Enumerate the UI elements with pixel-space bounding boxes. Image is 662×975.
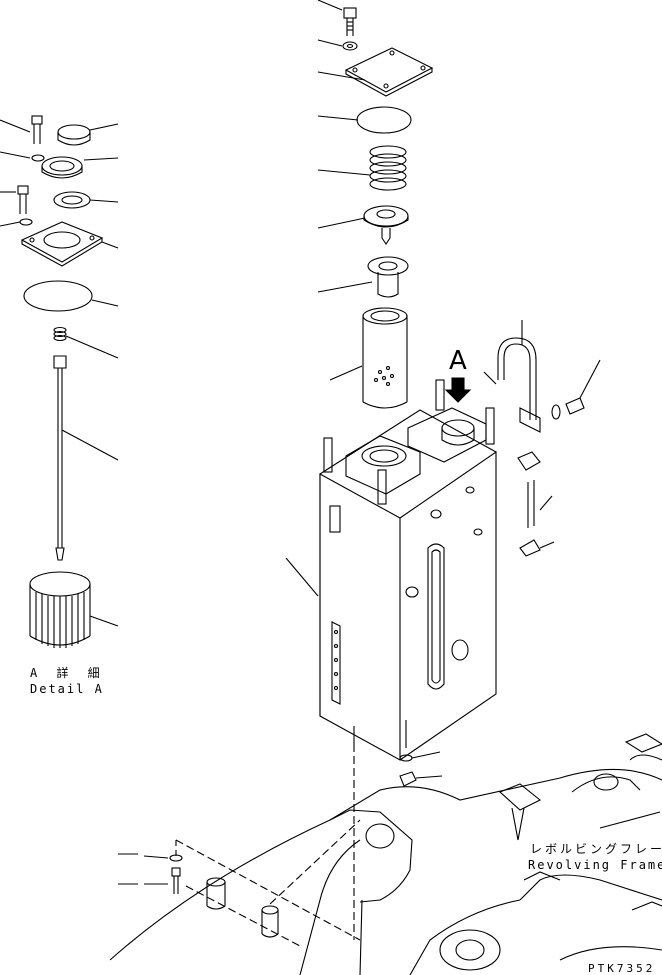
valve-icon — [317, 205, 409, 245]
dipstick-icon — [53, 355, 119, 561]
filter-element-icon — [329, 307, 408, 409]
breather-cap-icon — [0, 115, 119, 359]
detail-title-jp: A 詳 細 — [30, 666, 106, 680]
view-arrow-icon — [444, 377, 472, 403]
frame-label-jp: レボルビングフレーム — [530, 842, 662, 856]
strainer-flange-icon — [317, 256, 409, 298]
view-marker-label: A — [449, 346, 467, 376]
washer-icon — [317, 39, 358, 51]
spring-icon — [317, 145, 407, 191]
return-pipe-icon — [483, 320, 601, 557]
mount-bolt-icon — [399, 751, 443, 787]
spacer-icon — [118, 744, 361, 947]
bolt-icon — [317, 0, 357, 36]
frame-label-en: Revolving Frame — [528, 858, 662, 872]
detail-title-en: Detail A — [30, 682, 104, 696]
drawing-code: PTK7352 — [588, 962, 656, 975]
breather-filter-icon — [29, 571, 119, 648]
cover-plate-icon — [317, 47, 434, 97]
hydraulic-tank-icon — [285, 379, 497, 761]
gasket-icon — [317, 106, 412, 134]
